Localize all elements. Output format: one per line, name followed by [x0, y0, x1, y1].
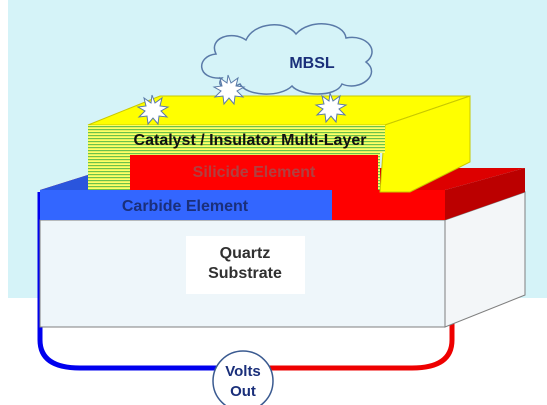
volts-out-meter: Volts Out [212, 350, 274, 405]
blue-wire [37, 192, 218, 371]
cloud-label: MBSL [289, 55, 335, 72]
substrate-label-line2: Substrate [208, 265, 282, 282]
substrate-label-line1: Quartz [220, 245, 271, 262]
silicide-element [130, 155, 378, 190]
meter-label-line1: Volts [225, 363, 261, 380]
red-wire [268, 192, 455, 371]
silicide-block: Silicide Element [88, 148, 380, 190]
quartz-substrate: Quartz Substrate [39, 191, 526, 328]
starburst-icon [212, 74, 246, 106]
catalyst-multilayer: Catalyst / Insulator Multi-Layer [87, 95, 471, 193]
starburst-icon [136, 94, 170, 126]
multilayer-label: Catalyst / Insulator Multi-Layer [134, 132, 367, 149]
silicide-label: Silicide Element [193, 164, 316, 181]
substrate-label-box [186, 236, 305, 294]
meter-label-line2: Out [230, 383, 256, 400]
carbide-label: Carbide Element [122, 198, 249, 215]
carbide-element [40, 190, 332, 220]
cloud-icon: MBSL [200, 23, 373, 95]
starburst-icon [314, 92, 348, 124]
